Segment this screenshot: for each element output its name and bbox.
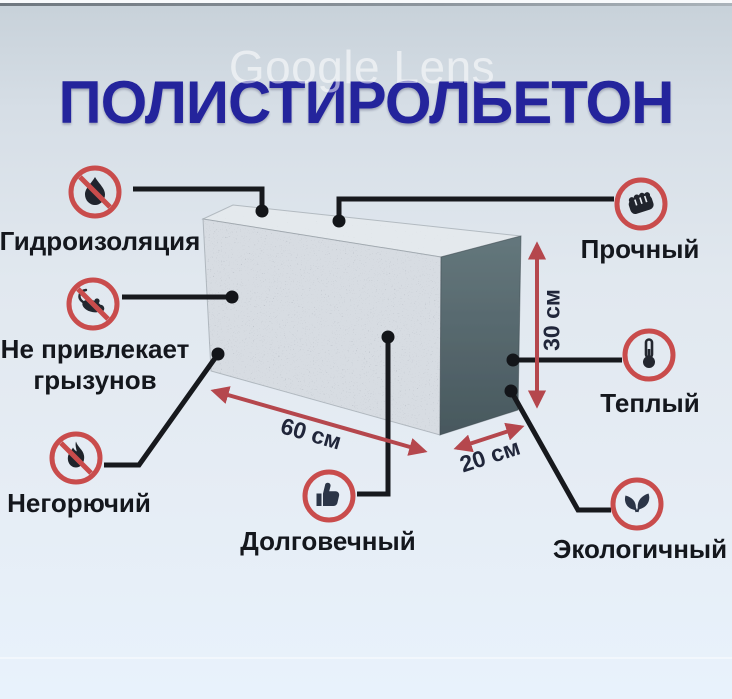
feature-waterproofing [67, 164, 123, 220]
google-lens-watermark: Google Lens [228, 41, 496, 93]
callout-waterproofing [133, 186, 265, 211]
feature-warm-label: Теплый [600, 388, 700, 418]
feature-rodents [65, 276, 121, 332]
no-rodent-icon [66, 277, 120, 331]
thumbs-up-icon [302, 469, 356, 523]
thermometer-icon [622, 328, 676, 382]
block-front-face [202, 218, 442, 436]
feature-warm [621, 327, 677, 383]
fist-icon [614, 177, 668, 231]
height-dimension-label: 30 см [538, 289, 565, 351]
background-seam [0, 657, 732, 659]
top-edge-highlight [0, 0, 732, 3]
dimension-arrows [210, 241, 547, 456]
feature-fireproof [48, 430, 104, 486]
top-edge-line [0, 3, 732, 6]
feature-rodents-label-line1: Не привлекает [0, 334, 190, 364]
feature-waterproofing-label: Гидроизоляция [0, 226, 201, 256]
feature-eco [609, 476, 665, 532]
no-flame-icon [49, 431, 103, 485]
feature-rodents-label: Не привлекает грызунов [1, 334, 190, 396]
feature-durable-label: Долговечный [240, 526, 416, 556]
feature-fireproof-label: Негорючий [7, 488, 151, 518]
feature-strong-label: Прочный [580, 234, 700, 264]
depth-arrow [453, 422, 525, 453]
page-title: ПОЛИСТИРОЛБЕТОН [58, 69, 675, 136]
feature-strong [613, 176, 669, 232]
callout-eco [508, 389, 611, 513]
feature-eco-label: Экологичный [552, 534, 728, 564]
callout-dots [211, 204, 520, 398]
block-illustration [201, 204, 522, 436]
feature-durable [301, 468, 357, 524]
no-water-drop-icon [68, 165, 122, 219]
callout-strong [336, 196, 614, 221]
leaves-icon [610, 477, 664, 531]
width-arrow [210, 386, 428, 456]
block-side-face [439, 235, 522, 436]
callout-fireproof [104, 352, 221, 468]
feature-rodents-label-line2: грызунов [33, 365, 157, 395]
